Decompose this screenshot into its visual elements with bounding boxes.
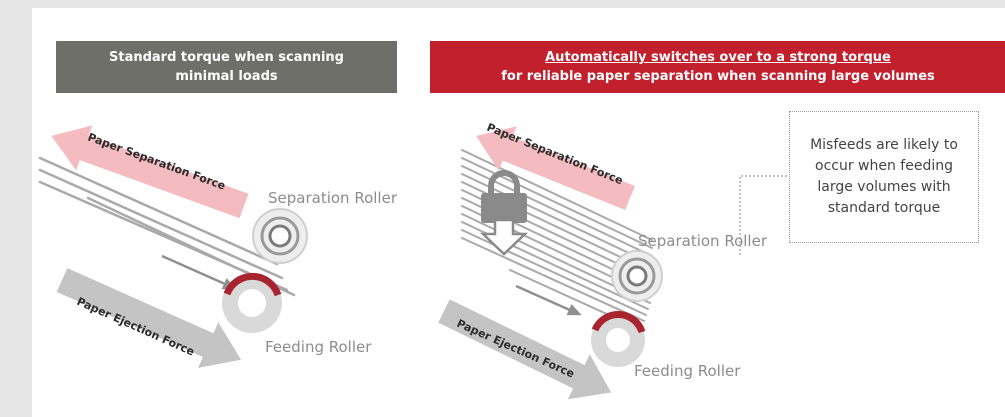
right-ejection-force-label: Paper Ejection Force [455, 317, 577, 381]
left-header-line1: Standard torque when scanning [109, 50, 344, 65]
right-separation-roller-label: Separation Roller [638, 232, 767, 250]
left-panel-header: Standard torque when scanning minimal lo… [56, 41, 397, 93]
left-separation-roller-label: Separation Roller [268, 189, 397, 207]
right-header-line2: for reliable paper separation when scann… [501, 69, 935, 84]
lock-icon [481, 170, 527, 223]
misfeed-callout: Misfeeds are likely to occur when feedin… [789, 111, 979, 243]
left-ejection-force-arrow [56, 268, 242, 368]
left-header-line2: minimal loads [175, 69, 278, 84]
diagram-canvas: Paper Separation Force Paper Ejection Fo… [32, 8, 1005, 417]
right-feeding-roller [591, 310, 646, 367]
right-separation-force-arrow [476, 126, 635, 211]
down-arrow-icon [479, 218, 529, 256]
right-header-line1: Automatically switches over to a strong … [545, 50, 891, 65]
right-feeding-roller-label: Feeding Roller [634, 362, 741, 380]
right-panel-header: Automatically switches over to a strong … [430, 41, 1005, 93]
left-separation-roller [252, 208, 308, 264]
callout-line: Misfeeds are likely to [810, 137, 958, 153]
left-feeding-roller-label: Feeding Roller [265, 338, 372, 356]
right-ejection-force-arrow [438, 299, 612, 400]
diagram-graphics: Paper Separation Force Paper Ejection Fo… [38, 121, 789, 400]
callout-line: occur when feeding [815, 158, 953, 174]
left-feeding-roller [222, 272, 282, 333]
callout-line: standard torque [827, 200, 941, 216]
left-separation-force-arrow [51, 125, 249, 219]
right-separation-roller [611, 250, 663, 302]
callout-line: large volumes with [817, 179, 951, 195]
right-feed-arrow [515, 284, 582, 316]
